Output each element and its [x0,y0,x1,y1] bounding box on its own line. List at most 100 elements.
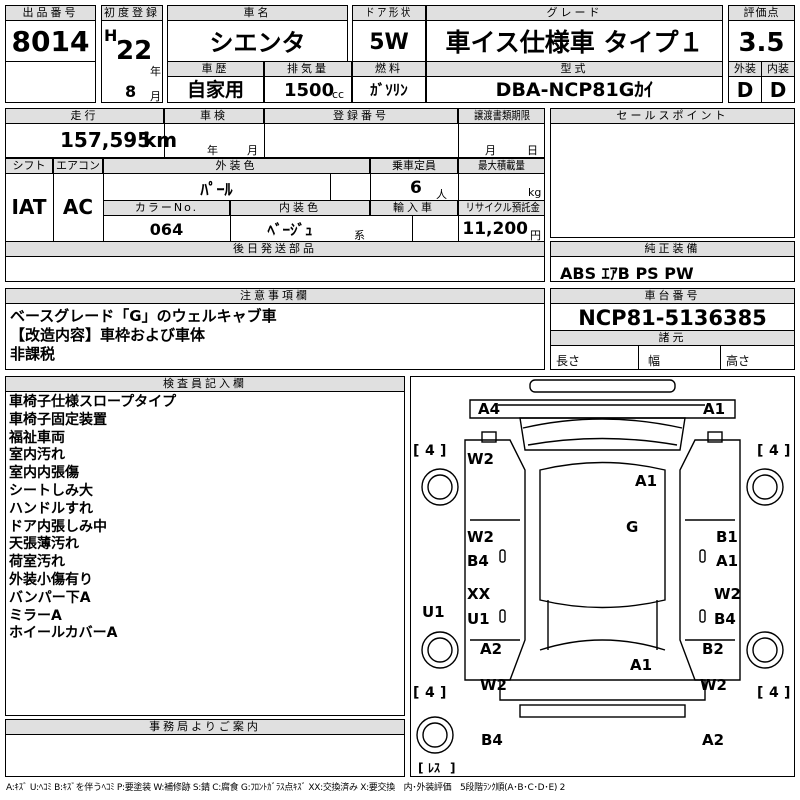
mileage: 157,595 [60,128,152,152]
equipment: ABS ｴｱB PS PW [560,264,694,283]
mark-g-windshield: G [626,518,638,536]
color-number-header: カラーNo. [103,200,230,216]
yen-unit: 円 [530,229,541,242]
door-header: ドア形状 [352,5,426,21]
tire-fr-label: 4 [769,443,779,459]
svg-text:]: ] [440,443,446,459]
inspector-header: 検査員記入欄 [5,376,405,392]
mark-b4-right-door2: B4 [714,610,736,628]
interior-grade-header: 内装 [761,61,795,77]
svg-text:]: ] [440,685,446,701]
transfer-deadline-header: 譲渡書類期限 [458,108,545,124]
mark-w2-rear-left: W2 [480,676,507,694]
svg-text:[: [ [418,761,423,775]
interior-color-header: 内装色 [230,200,370,216]
month-unit: 月 [150,90,161,103]
capacity-header: 乗車定員 [370,158,458,174]
exterior-color: ﾊﾟｰﾙ [200,180,233,199]
tire-rr-label: 4 [769,685,779,701]
exterior-grade-header: 外装 [728,61,762,77]
registration-month: 8 [125,82,137,101]
transfer-month-unit: 月 [485,144,496,157]
spare-tire-label: ﾚｽ [428,761,440,775]
inspector-item: 室内汚れ [9,447,65,464]
mark-a2-left-quarter: A2 [480,640,502,658]
sales-point-header: セールスポイント [550,108,795,124]
inspector-list: 車椅子仕様スロープタイプ 車椅子固定装置 福祉車両 室内汚れ 室内内張傷 シート… [9,394,176,643]
grade-header: グレード [426,5,723,21]
mark-b2-right-quarter: B2 [702,640,724,658]
car-diagram: [4] [4] [4] [4] [ﾚｽ] A4 A1 W2 A1 G W2 B4… [413,379,790,775]
exterior-grade: D [736,78,754,102]
displacement: 1500 [284,80,335,101]
inspector-item: バンパー下A [9,589,91,606]
first-registration-header: 初度登録 [101,5,163,21]
later-parts-header: 後日発送部品 [5,241,545,257]
fuel: ｶﾞｿﾘﾝ [370,81,408,99]
import-header: 輸入車 [370,200,458,216]
inspection-header: 車検 [164,108,264,124]
notes-header: 注意事項欄 [5,288,545,304]
aircon: AC [62,195,94,219]
score: 3.5 [738,28,785,58]
mark-w2-rear-right: W2 [700,676,727,694]
inspector-item: 福祉車両 [9,429,65,446]
sales-point-cell [550,108,795,238]
mark-a1-right-door1: A1 [716,552,738,570]
svg-text:[: [ [757,443,763,459]
svg-text:[: [ [413,685,419,701]
mark-b1-right-door1: B1 [716,528,738,546]
mark-w2-left-door1: W2 [467,528,494,546]
displacement-header: 排気量 [264,61,352,77]
mark-b4-rear-bumper: B4 [481,731,503,749]
mark-a4: A4 [478,400,500,418]
car-name: シエンタ [209,29,306,57]
inspector-item: ミラーA [9,607,62,624]
inspection-year-unit: 年 [207,144,218,157]
km-unit: km [143,128,178,152]
inspector-item: 車椅子仕様スロープタイプ [9,394,177,410]
exterior-color-header: 外装色 [103,158,370,174]
note-line: 非課税 [10,345,56,363]
mark-a2-rear-bumper: A2 [702,731,724,749]
inspector-item: 室内内張傷 [9,465,79,482]
mark-a1-rear: A1 [630,656,652,674]
mileage-header: 走行 [5,108,164,124]
history: 自家用 [186,79,244,101]
inspector-item: ホイールカバーA [9,625,118,642]
aircon-header: エアコン [53,158,103,174]
mark-w2-front-left: W2 [467,450,494,468]
length-label: 長さ [556,354,581,368]
inspector-item: ハンドルすれ [9,500,93,517]
svg-text:]: ] [784,443,790,459]
svg-text:]: ] [784,685,790,701]
height-label: 高さ [726,354,751,368]
mark-xx-left-door2: XX [467,585,491,603]
color-number: 064 [149,220,184,239]
inspection-month-unit: 月 [247,144,258,157]
era: H [104,26,118,45]
transfer-day-unit: 日 [527,144,538,157]
inspector-item: シートしみ大 [9,482,93,499]
specs-header: 諸元 [550,330,795,346]
mark-a1-front-right: A1 [703,400,725,418]
note-line: ベースグレード「G」のウェルキャブ車 [10,307,277,325]
kg-unit: kg [528,186,542,199]
history-header: 車歴 [167,61,264,77]
recycle-header: リサイクル預託金 [458,200,545,216]
score-header: 評価点 [728,5,795,21]
inspector-item: 車椅子固定装置 [9,411,107,428]
interior-color: ﾍﾞｰｼﾞｭ [267,221,313,239]
kei-unit: 系 [354,229,365,242]
inspector-item: 天張薄汚れ [9,536,79,553]
notes-lines: ベースグレード「G」のウェルキャブ車 【改造内容】車枠および車体 非課税 [10,307,277,364]
legend: A:ｷｽﾞ U:ﾍｺﾐ B:ｷｽﾞを伴うﾍｺﾐ P:要塗装 W:補修跡 S:錆 … [6,783,566,793]
lot-number: 8014 [11,25,90,58]
shift-header: シフト [5,158,53,174]
mark-u1-left-side: U1 [422,603,445,621]
svg-text:[: [ [757,685,763,701]
mark-u1-left-door2: U1 [467,610,490,628]
grade: 車イス仕様車 タイプ１ [445,28,704,57]
door-type: 5W [369,30,409,55]
